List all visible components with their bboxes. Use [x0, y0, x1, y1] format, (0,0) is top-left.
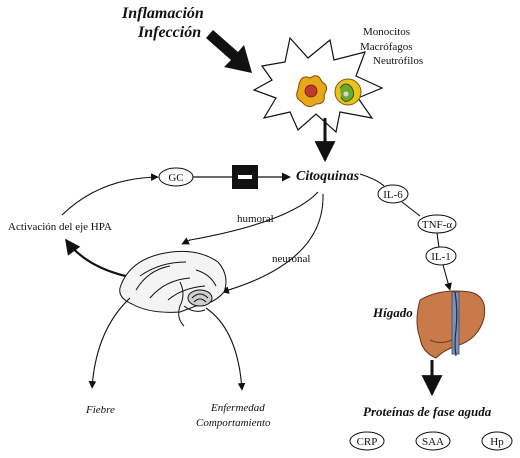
- label-neuronal: neuronal: [272, 253, 310, 265]
- label-macrofagos: Macrófagos: [360, 41, 413, 53]
- crp-ellipse: [349, 431, 385, 451]
- label-proteinas: Proteínas de fase aguda: [363, 404, 492, 419]
- label-fiebre: Fiebre: [85, 404, 115, 416]
- line-il6-to-tnf: [401, 201, 421, 217]
- neutrophil-icon: [334, 78, 362, 106]
- inhibition-icon: [232, 165, 258, 189]
- label-hpa: Activación del eje HPA: [8, 221, 112, 233]
- label-gc: GC: [168, 172, 183, 184]
- liver-icon: [416, 290, 486, 359]
- label-tnf: TNF-α: [422, 219, 452, 231]
- label-enfermedad: Enfermedad: [210, 402, 265, 414]
- label-comportamiento: Comportamiento: [196, 417, 271, 429]
- arrow-hpa-to-gc: [61, 173, 159, 216]
- line-citoquinas-to-il6: [359, 173, 385, 187]
- arrow-brain-to-fiebre: [88, 297, 131, 389]
- title-inflamacion: Inflamación: [121, 5, 204, 22]
- title-infeccion: Infección: [137, 24, 201, 41]
- label-humoral: humoral: [237, 213, 274, 225]
- saa-ellipse: [415, 431, 451, 451]
- brain-icon: [119, 250, 227, 327]
- hp-ellipse: [481, 431, 513, 451]
- label-hp: Hp: [490, 436, 504, 448]
- il6-ellipse: [377, 184, 409, 204]
- label-higado: Hígado: [372, 305, 413, 320]
- label-neutrofilos: Neutrófilos: [373, 55, 423, 67]
- label-il1: IL-1: [431, 251, 451, 263]
- label-saa: SAA: [422, 436, 444, 448]
- arrow-neuronal: [221, 193, 324, 294]
- arrow-humoral: [181, 191, 319, 245]
- label-monocitos: Monocitos: [363, 26, 410, 38]
- il1-ellipse: [425, 246, 457, 266]
- label-citoquinas: Citoquinas: [296, 169, 360, 184]
- monocyte-icon: [296, 75, 328, 108]
- arrow-brain-to-enfermedad: [205, 307, 246, 391]
- line-tnf-to-il1: [436, 232, 440, 249]
- label-crp: CRP: [357, 436, 378, 448]
- arrow-il1-to-liver: [442, 264, 452, 291]
- big-arrow: [206, 30, 252, 73]
- label-il6: IL-6: [383, 189, 403, 201]
